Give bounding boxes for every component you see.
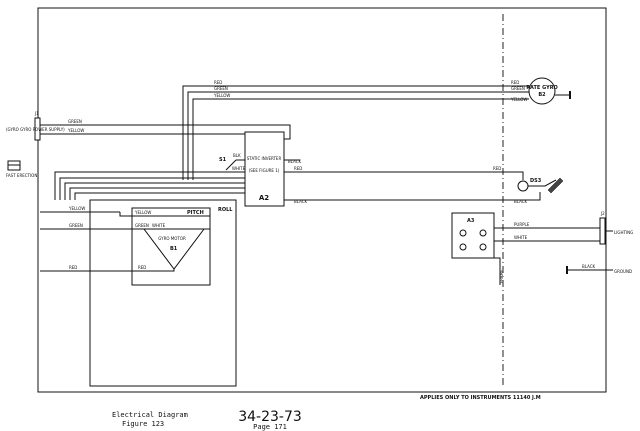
wire-black-inverter-label: BLACK	[294, 199, 308, 204]
a3-lamp-2	[479, 229, 487, 237]
wire-harness-3	[69, 187, 245, 200]
static-inverter-label: STATIC INVERTER	[247, 156, 282, 161]
wire-yellow-label-right: YELLOW	[510, 97, 527, 102]
wire-green-j1	[40, 124, 291, 140]
doc-number: 34-23-73	[238, 409, 302, 425]
wire-red-top	[182, 85, 529, 180]
pitch-white-label: WHITE	[152, 223, 166, 228]
j2-label: J2	[600, 211, 605, 216]
a3-box	[451, 212, 495, 259]
a3-module: A3 FRAME	[451, 212, 504, 285]
roll-box	[89, 199, 237, 387]
wire-green-label-right: GREEN	[511, 86, 525, 91]
gyro-power-label: (GYRO GYRO POWER SUPPLY)	[6, 127, 65, 132]
wire-red-label-left: RED	[214, 80, 222, 85]
wire-white-a3-label: WHITE	[514, 235, 528, 240]
a3-lamp-3	[459, 243, 467, 251]
wire-green-top	[187, 91, 529, 180]
rate-gyro-symbol	[528, 77, 556, 105]
wire-harness-1	[59, 177, 245, 200]
a3-lamp-1	[459, 229, 467, 237]
pitch-lead-red	[134, 269, 175, 272]
frame-label: FRAME	[499, 269, 504, 283]
wire-black-inverter-label-2: BLACK	[514, 199, 528, 204]
wire-red-to-lamp-label: RED	[294, 166, 302, 171]
wire-black-inverter	[284, 192, 541, 201]
j1-label: J1	[34, 111, 39, 116]
wire-green-label-left: GREEN	[214, 86, 228, 91]
ds3-symbol	[517, 180, 529, 192]
gyro-motor-label: GYRO MOTOR	[158, 236, 186, 241]
rate-gyro: RATE GYRO B2	[526, 77, 571, 105]
s1-terminal: BLK	[233, 153, 241, 158]
wire-red-to-lamp	[284, 171, 524, 180]
roll-label: ROLL	[218, 207, 233, 213]
wire-white-inverter	[54, 171, 245, 200]
ground-label: GROUND	[614, 269, 632, 274]
wire-green-lower-label: GREEN	[69, 223, 83, 228]
wire-red-lower-label: RED	[69, 265, 77, 270]
caption-line-1: Electrical Diagram	[112, 411, 188, 419]
inverter-black-label: BLACK	[288, 159, 302, 164]
rate-gyro-label: RATE GYRO	[526, 85, 558, 91]
gyro-motor-delta	[143, 228, 205, 270]
wire-harness-2	[64, 182, 245, 200]
j1-body	[34, 117, 41, 141]
rate-gyro-id: B2	[538, 92, 546, 98]
caption-line-2: Figure 123	[122, 420, 164, 428]
pitch-label: PITCH	[187, 210, 204, 216]
page-number: Page 171	[253, 423, 287, 431]
static-inverter: STATIC INVERTER (SEE FIGURE 1) A2	[244, 131, 285, 207]
wire-yellow-lower-label: YELLOW	[68, 206, 85, 211]
s1-switch: S1 BLK	[219, 153, 245, 171]
j2-connector: LIGHTING J2 GROUND BLACK	[566, 211, 633, 274]
wire-white-inverter-label: WHITE	[232, 166, 246, 171]
rate-gyro-wiring: RED GREEN YELLOW RED GREEN YELLOW	[182, 80, 529, 180]
pitch-lead-yellow	[119, 212, 132, 217]
wire-harness-4	[74, 192, 245, 200]
wire-yellow-top	[192, 98, 529, 180]
b1-label: B1	[170, 246, 178, 252]
ds3-lamp: DS3	[517, 177, 564, 194]
a2-label: A2	[259, 194, 269, 202]
applies-note: APPLIES ONLY TO INSTRUMENTS 11140 J.M	[420, 395, 541, 401]
wire-purple-label: PURPLE	[514, 222, 530, 227]
wire-yellow-label-left: YELLOW	[213, 93, 230, 98]
static-inverter-note: (SEE FIGURE 1)	[249, 168, 280, 173]
pitch-green-label: GREEN	[135, 223, 149, 228]
pitch-red-label: RED	[138, 265, 146, 270]
ground-black-label: BLACK	[582, 264, 596, 269]
a3-lamp-4	[479, 243, 487, 251]
pitch-yellow-label: YELLOW	[134, 210, 151, 215]
ds3-pointer	[547, 177, 564, 194]
wire-green-j1-label: GREEN	[68, 119, 82, 124]
j1-connector: J1 (GYRO GYRO POWER SUPPLY) FAST ERECTIO…	[6, 111, 65, 178]
s1-label: S1	[219, 157, 227, 163]
wire-red-to-lamp-label-2: RED	[493, 166, 501, 171]
wire-yellow-j1-label: YELLOW	[67, 128, 84, 133]
ds3-label: DS3	[530, 178, 542, 184]
lighting-label: LIGHTING	[614, 230, 633, 235]
pitch-box	[131, 207, 211, 286]
ds3-lead	[528, 179, 557, 187]
gimbal-assembly: ROLL PITCH GYRO MOTOR B1 YELLOW GREEN WH…	[89, 199, 237, 387]
static-inverter-box	[244, 131, 285, 207]
s1-blade	[225, 159, 237, 171]
fast-erection-label: FAST ERECTION	[6, 173, 37, 178]
a3-frame-lead	[494, 257, 501, 285]
j2-body	[599, 217, 606, 245]
wire-red-label-right: RED	[511, 80, 519, 85]
a3-label: A3	[467, 218, 475, 224]
diagram-border	[37, 7, 607, 393]
inverter-harness: WHITE YELLOW GREEN RED	[40, 166, 246, 272]
